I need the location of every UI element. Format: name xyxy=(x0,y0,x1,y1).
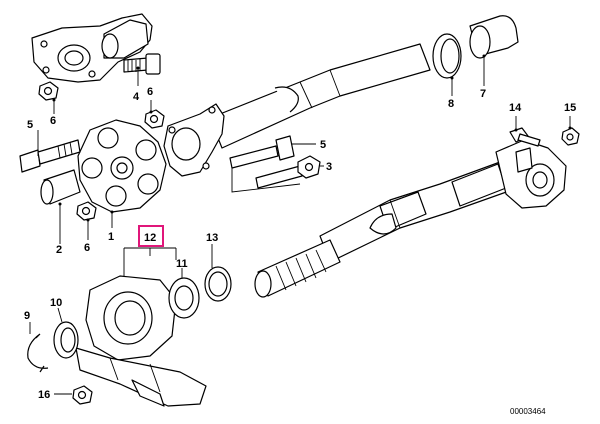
callout-labels: 4 6 5 6 8 7 14 15 5 3 2 6 1 12 13 11 9 1… xyxy=(24,86,576,416)
nut-top xyxy=(38,81,59,101)
bolt-long-right-a xyxy=(229,135,295,169)
circlip xyxy=(27,333,49,373)
callout-6-lower: 6 xyxy=(84,242,90,254)
nut-bottom xyxy=(72,385,93,405)
seal-ring xyxy=(469,15,519,59)
document-number: 00003464 xyxy=(510,407,546,416)
callout-8: 8 xyxy=(448,98,454,110)
callout-10: 10 xyxy=(50,297,62,309)
callout-4: 4 xyxy=(133,91,140,103)
spacer-ring xyxy=(204,266,232,302)
leader-lines xyxy=(29,54,572,395)
callout-7: 7 xyxy=(480,88,486,100)
nut-flange xyxy=(144,109,165,129)
splined-stub xyxy=(254,239,341,298)
callout-9: 9 xyxy=(24,310,30,322)
callout-16: 16 xyxy=(38,389,50,401)
callout-1: 1 xyxy=(108,231,114,243)
callout-6-upper: 6 xyxy=(147,86,153,98)
callout-15: 15 xyxy=(564,102,576,114)
callout-3: 3 xyxy=(326,161,332,173)
bolt-right xyxy=(509,127,541,147)
nut-right xyxy=(561,127,580,146)
bolt-small xyxy=(123,53,161,75)
callout-5-right: 5 xyxy=(320,139,326,151)
bolt-long-right-b xyxy=(255,155,321,189)
callout-13: 13 xyxy=(206,232,218,244)
sleeve-ring xyxy=(432,33,462,79)
callout-14: 14 xyxy=(509,102,522,114)
callout-5-left: 5 xyxy=(27,119,33,131)
bolt-long-left xyxy=(19,139,81,173)
center-bearing xyxy=(75,275,207,407)
callout-12-highlight xyxy=(138,225,164,247)
callout-11: 11 xyxy=(176,258,188,270)
nut-mid xyxy=(76,201,97,221)
callout-6-top: 6 xyxy=(50,115,56,127)
shaft-flange xyxy=(163,103,225,177)
flex-disc xyxy=(77,119,167,213)
callout-2: 2 xyxy=(56,244,62,256)
universal-joint xyxy=(495,139,567,209)
shaft-upper xyxy=(209,43,431,149)
flange-housing xyxy=(31,13,153,83)
shaft-lower xyxy=(319,161,513,263)
ball-bearing xyxy=(168,277,200,319)
dust-seal xyxy=(53,321,79,359)
callout-12: 12 xyxy=(144,232,156,244)
sleeve xyxy=(40,169,81,205)
